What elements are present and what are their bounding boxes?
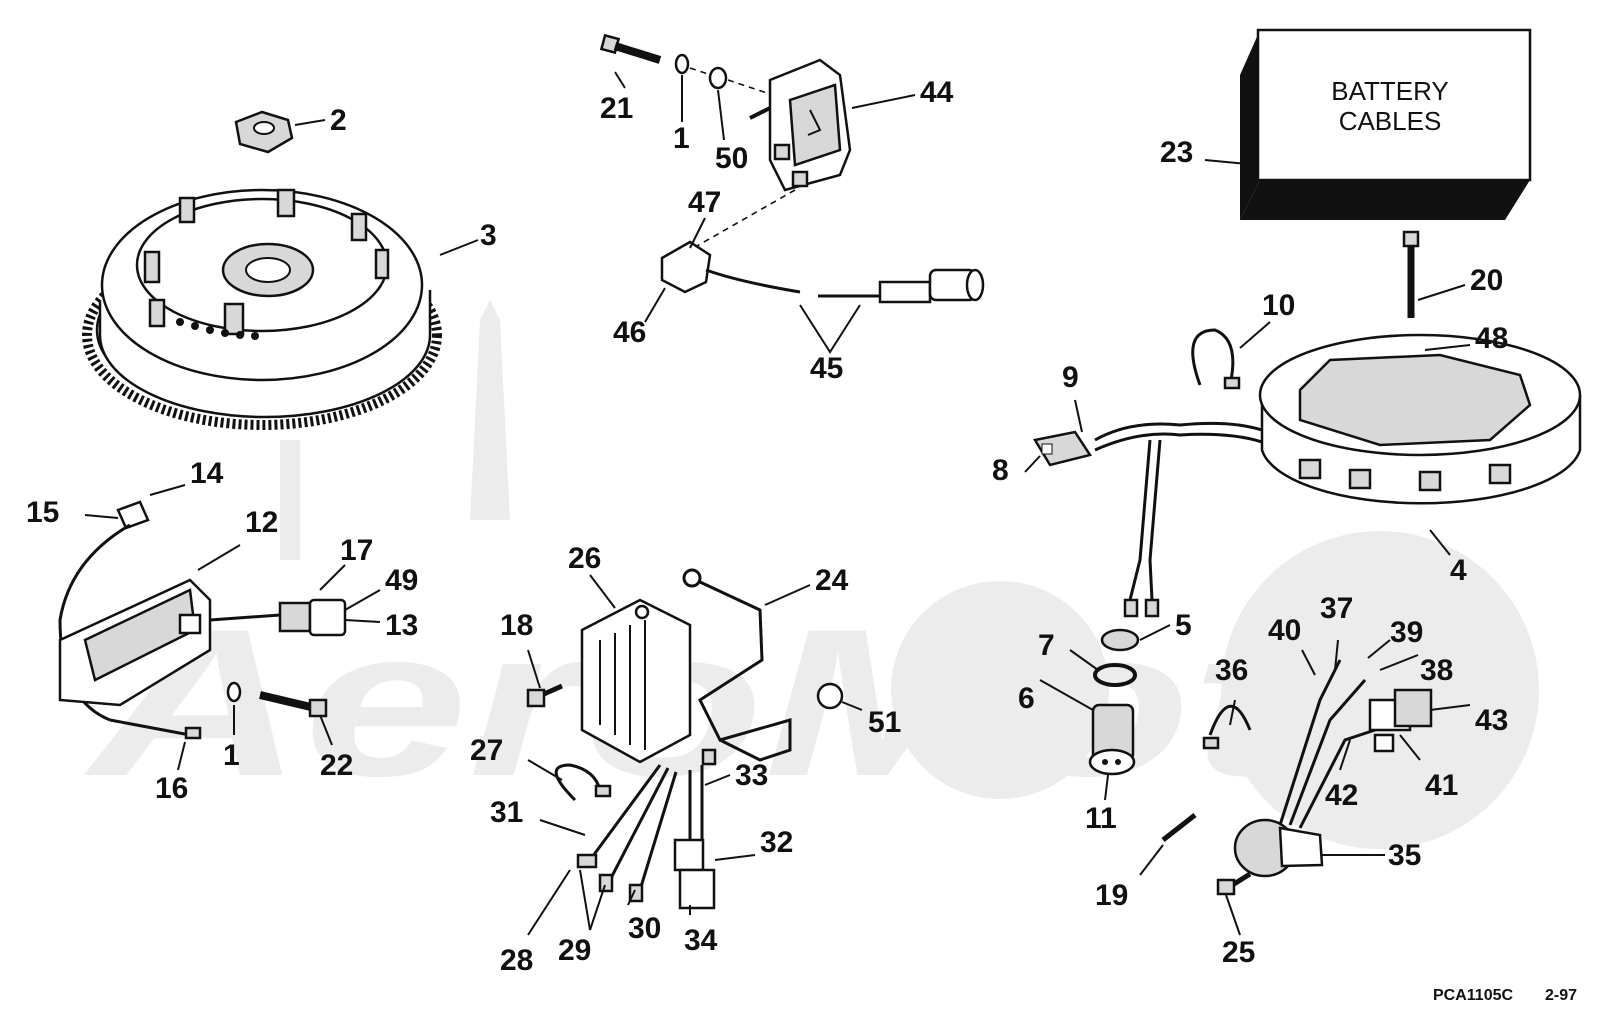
part-3-flywheel bbox=[82, 188, 442, 430]
callout-39: 39 bbox=[1390, 616, 1423, 649]
callout-29: 29 bbox=[558, 934, 591, 967]
figure-code: PCA1105C bbox=[1433, 987, 1513, 1004]
callout-23: 23 bbox=[1160, 136, 1193, 169]
callout-18: 18 bbox=[500, 609, 533, 642]
part-22-screw bbox=[259, 691, 328, 718]
callout-17: 17 bbox=[340, 534, 373, 567]
callout-44: 44 bbox=[920, 76, 954, 109]
part-1-lockwasher-2 bbox=[226, 681, 242, 703]
callout-1-lower: 1 bbox=[223, 739, 240, 772]
callout-45: 45 bbox=[810, 352, 843, 385]
callout-6: 6 bbox=[1018, 682, 1035, 715]
callout-21: 21 bbox=[600, 92, 633, 125]
callout-3: 3 bbox=[480, 219, 497, 252]
callout-43: 43 bbox=[1475, 704, 1508, 737]
callout-41: 41 bbox=[1425, 769, 1458, 802]
part-12-power-pack bbox=[58, 523, 281, 740]
part-10-clamp bbox=[1191, 328, 1241, 390]
callout-51: 51 bbox=[868, 706, 901, 739]
figure-date: 2-97 bbox=[1545, 987, 1577, 1004]
part-23-battery-cables: BATTERY CABLES bbox=[1240, 28, 1532, 220]
part-9-stator-harness bbox=[1094, 421, 1263, 618]
callout-50: 50 bbox=[715, 142, 748, 175]
part-44-ignition-coil bbox=[749, 58, 852, 192]
part-25-screw bbox=[1216, 871, 1252, 896]
part-27-clamp bbox=[554, 763, 612, 802]
callout-35: 35 bbox=[1388, 839, 1421, 872]
callout-12: 12 bbox=[245, 506, 278, 539]
callout-4: 4 bbox=[1450, 554, 1467, 587]
callout-42: 42 bbox=[1325, 779, 1358, 812]
callout-1: 1 bbox=[673, 122, 690, 155]
callout-38: 38 bbox=[1420, 654, 1453, 687]
part-21-screw bbox=[599, 33, 662, 64]
callout-10: 10 bbox=[1262, 289, 1295, 322]
callout-37: 37 bbox=[1320, 592, 1353, 625]
callout-22: 22 bbox=[320, 749, 353, 782]
part-45-high-tension-lead bbox=[705, 268, 985, 304]
callout-40: 40 bbox=[1268, 614, 1301, 647]
part-46-spark-plug-boot bbox=[660, 240, 712, 294]
callout-33: 33 bbox=[735, 759, 768, 792]
callout-11: 11 bbox=[1085, 802, 1117, 835]
part-36-clamp bbox=[1202, 704, 1252, 750]
callout-16: 16 bbox=[155, 772, 188, 805]
callout-32: 32 bbox=[760, 826, 793, 859]
part-18-screw bbox=[526, 683, 564, 708]
callout-numbers: 2 3 21 1 50 44 47 46 45 23 20 48 10 9 8 … bbox=[26, 76, 1508, 977]
part-50-washer bbox=[708, 66, 728, 90]
part-15-spark-boot bbox=[116, 500, 150, 530]
callout-2: 2 bbox=[330, 104, 347, 137]
callout-30: 30 bbox=[628, 912, 661, 945]
leader-lines bbox=[84, 71, 1471, 936]
callout-46: 46 bbox=[613, 316, 646, 349]
callout-36: 36 bbox=[1215, 654, 1248, 687]
part-11-connector-pins bbox=[1088, 748, 1136, 776]
callout-14: 14 bbox=[190, 457, 224, 490]
part-2-flywheel-nut bbox=[234, 110, 294, 154]
callout-34: 34 bbox=[684, 924, 718, 957]
callout-25: 25 bbox=[1222, 936, 1255, 969]
part-1-lockwasher bbox=[674, 53, 690, 75]
callout-49: 49 bbox=[385, 564, 418, 597]
part-4-stator bbox=[1258, 333, 1582, 505]
part-19-screw bbox=[1161, 813, 1197, 842]
part-8-connector bbox=[1033, 430, 1093, 467]
callout-7: 7 bbox=[1038, 629, 1055, 662]
battery-cables-line1: BATTERY bbox=[1331, 76, 1449, 106]
callout-9: 9 bbox=[1062, 361, 1079, 394]
part-26-rectifier bbox=[580, 598, 692, 764]
part-13-connector bbox=[308, 598, 347, 637]
part-7-o-ring bbox=[1093, 663, 1137, 687]
callout-20: 20 bbox=[1470, 264, 1503, 297]
callout-48: 48 bbox=[1475, 322, 1508, 355]
part-40-solenoid-leads bbox=[1278, 659, 1433, 829]
callout-5: 5 bbox=[1175, 609, 1192, 642]
callout-28: 28 bbox=[500, 944, 533, 977]
battery-cables-line2: CABLES bbox=[1339, 106, 1442, 136]
part-33-rectifier-leads bbox=[576, 748, 717, 910]
callout-47: 47 bbox=[688, 186, 721, 219]
callout-31: 31 bbox=[490, 796, 523, 829]
callout-19: 19 bbox=[1095, 879, 1128, 912]
part-35-starter-solenoid bbox=[1233, 818, 1324, 878]
callout-13: 13 bbox=[385, 609, 418, 642]
part-20-screw bbox=[1402, 230, 1420, 318]
part-51-spacer bbox=[816, 682, 844, 710]
callout-24: 24 bbox=[815, 564, 849, 597]
part-17-connector bbox=[278, 601, 312, 633]
callout-15: 15 bbox=[26, 496, 59, 529]
part-5-grommet bbox=[1100, 628, 1140, 652]
callout-26: 26 bbox=[568, 542, 601, 575]
callout-27: 27 bbox=[470, 734, 503, 767]
callout-8: 8 bbox=[992, 454, 1009, 487]
part-24-ground-lead bbox=[682, 568, 792, 762]
